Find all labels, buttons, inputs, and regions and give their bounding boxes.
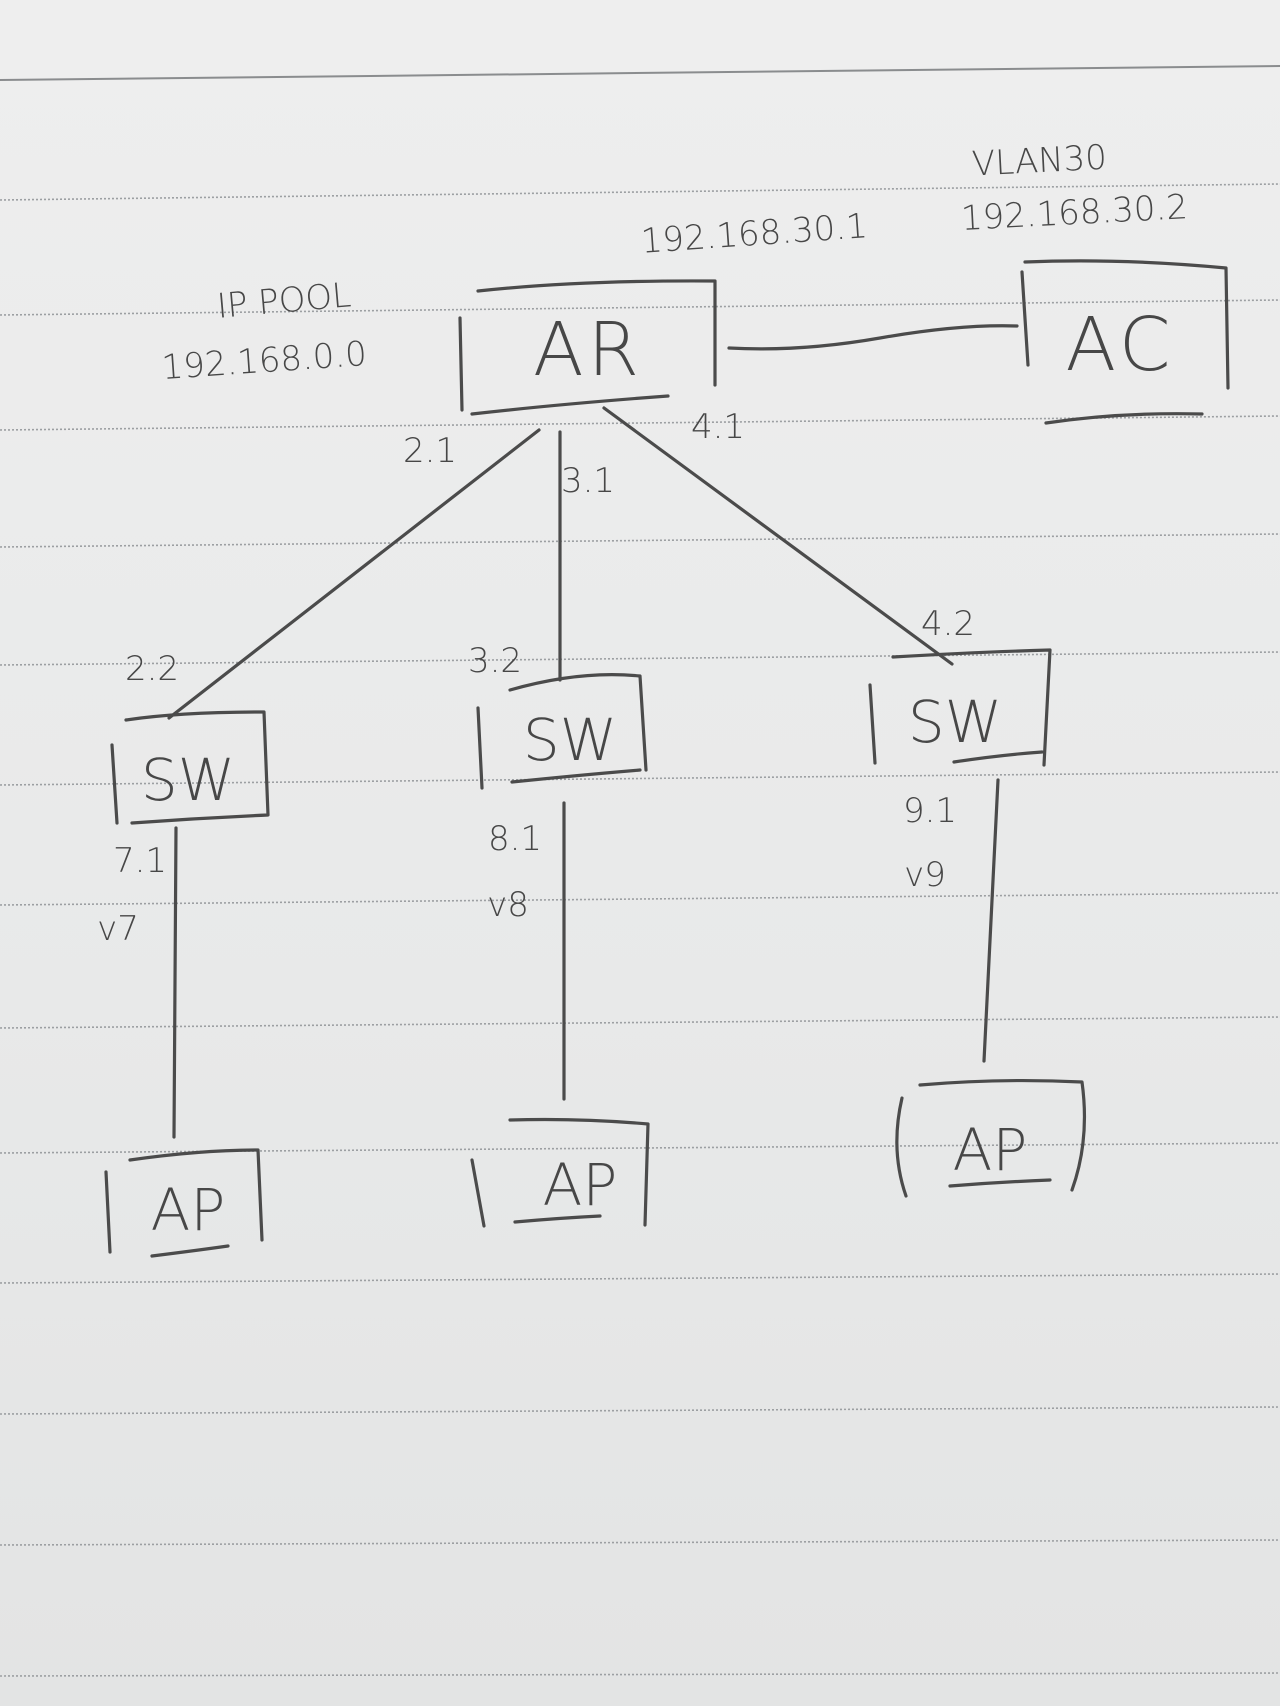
access-point-box — [470, 1117, 650, 1228]
link-ar-sw1 — [167, 428, 541, 720]
ruled-line — [0, 1539, 1280, 1546]
switch-label: SW — [908, 688, 1002, 756]
controller-box — [1020, 259, 1230, 425]
switch-vlan: v8 — [487, 885, 529, 925]
switch-label: SW — [141, 746, 235, 814]
router-ip: 192.168.30.1 — [640, 206, 869, 262]
access-point-2: AP — [470, 1117, 650, 1228]
access-point-label: AP — [543, 1151, 618, 1219]
ar-port-2-1: 2.1 — [403, 431, 457, 471]
ruled-line — [0, 1406, 1280, 1415]
switch-downlink-port: 8.1 — [488, 819, 542, 859]
switch-box — [110, 710, 270, 825]
ruled-line — [0, 1273, 1280, 1284]
access-point-box — [104, 1148, 264, 1258]
ruled-line — [0, 183, 1280, 201]
switch-uplink-port: 2.2 — [125, 649, 179, 689]
access-point-label: AP — [953, 1116, 1028, 1184]
ruled-line — [0, 651, 1280, 666]
ar-port-4-1: 4.1 — [691, 407, 745, 447]
ruled-line — [0, 415, 1280, 431]
switch-downlink-port: 7.1 — [113, 841, 167, 881]
ruled-line — [0, 1672, 1280, 1677]
switch-3: SW 4.2 9.1 v9 — [868, 604, 1052, 895]
access-point-box — [895, 1078, 1087, 1198]
switch-uplink-port: 4.2 — [921, 604, 975, 644]
ruled-line — [0, 771, 1280, 786]
controller-label: AC — [1066, 302, 1175, 388]
switch-downlink-port: 9.1 — [903, 791, 957, 831]
ip-pool-title: IP POOL — [215, 275, 352, 327]
access-point-3: AP — [895, 1078, 1087, 1198]
ruled-line — [0, 892, 1280, 906]
ar-port-3-1: 3.1 — [561, 461, 615, 501]
router-box — [458, 279, 717, 416]
ip-pool-address: 192.168.0.0 — [160, 334, 368, 388]
access-point-label: AP — [151, 1176, 226, 1244]
links — [167, 324, 1019, 1139]
switch-2: SW 3.2 8.1 v8 — [468, 641, 648, 925]
ruled-line — [0, 299, 1280, 316]
link-sw1-ap1 — [172, 826, 178, 1139]
access-point-1: AP — [104, 1148, 264, 1258]
ruled-lines — [0, 65, 1280, 1677]
switch-vlan: v9 — [904, 855, 946, 895]
ruled-line — [0, 533, 1280, 548]
ruled-line — [0, 1016, 1280, 1029]
controller-ac: AC VLAN30 192.168.30.2 — [960, 138, 1230, 425]
link-ar-ac — [727, 324, 1019, 351]
switch-box — [868, 648, 1052, 767]
switch-vlan: v7 — [97, 909, 139, 949]
link-ar-sw3 — [602, 406, 954, 666]
router-label: AR — [533, 307, 643, 393]
switch-1: SW 2.2 7.1 v7 — [97, 649, 270, 949]
top-margin-line — [0, 65, 1280, 81]
switch-uplink-port: 3.2 — [468, 641, 522, 681]
controller-ip: 192.168.30.2 — [960, 187, 1189, 239]
switch-box — [476, 673, 648, 790]
link-sw3-ap3 — [982, 778, 1000, 1063]
switch-label: SW — [523, 706, 617, 774]
router-ar: AR 192.168.30.1 IP POOL 192.168.0.0 2.1 … — [160, 206, 869, 501]
controller-vlan: VLAN30 — [971, 138, 1108, 185]
